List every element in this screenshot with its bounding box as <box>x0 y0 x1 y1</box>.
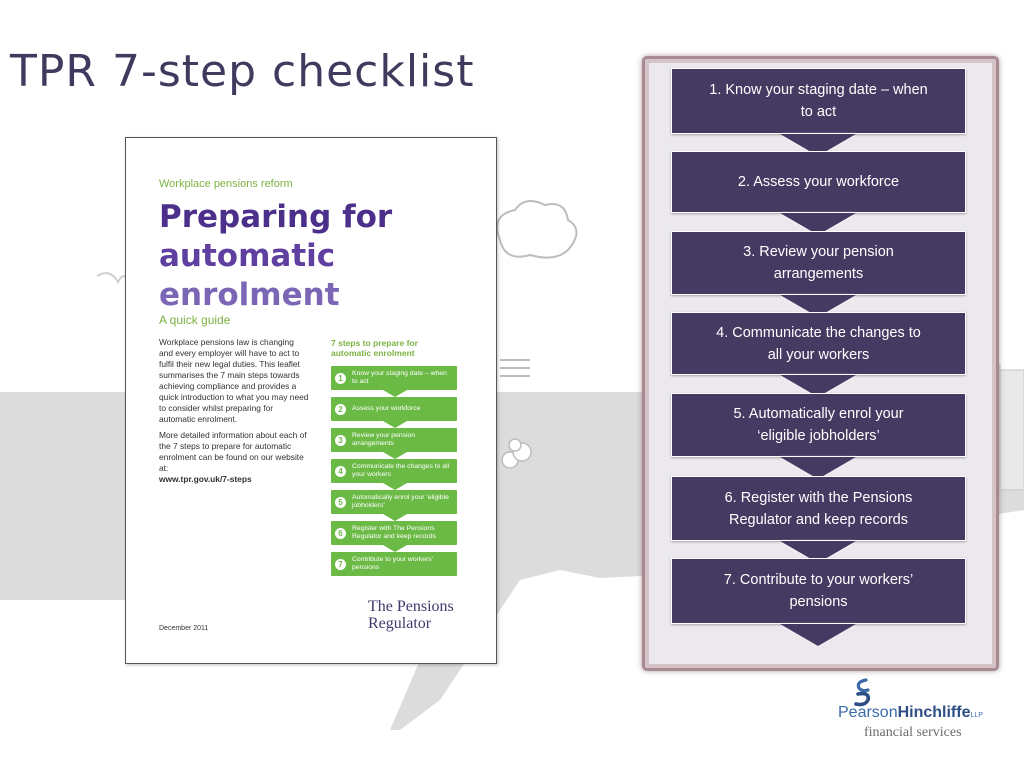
brand-tagline: financial services <box>864 725 962 740</box>
slide-title: TPR 7-step checklist <box>10 46 475 97</box>
step-line: all your workers <box>767 346 870 363</box>
leaflet-step: 7 Contribute to your workers' pensions <box>331 552 457 576</box>
step-number-icon: 6 <box>335 527 346 539</box>
leaflet-step-text: Contribute to your workers' pensions <box>352 556 434 571</box>
step-number-icon: 2 <box>335 403 346 415</box>
brand-suffix: LLP <box>970 712 983 719</box>
leaflet-step: 5 Automatically enrol your 'eligible jobh… <box>331 490 457 521</box>
leaflet-title-line: enrolment <box>159 277 340 313</box>
step-line: 3. Review your pension <box>743 244 894 260</box>
down-arrow-icon <box>780 624 856 646</box>
checklist-step-4: 4. Communicate the changes to all your wo… <box>671 312 966 375</box>
down-arrow-icon <box>780 457 856 479</box>
step-line: 5. Automatically enrol your <box>733 406 904 422</box>
down-arrow-icon <box>780 213 856 235</box>
checklist-step-1: 1. Know your staging date – when to act <box>671 68 966 134</box>
leaflet-cover: Workplace pensions reform Preparing for … <box>125 137 497 664</box>
checklist-step-7: 7. Contribute to your workers’ pensions <box>671 558 966 624</box>
leaflet-step: 2 Assess your workforce <box>331 397 457 428</box>
leaflet-step-text: Assess your workforce <box>352 405 421 412</box>
leaflet-step: 3 Review your pension arrangements <box>331 428 457 459</box>
leaflet-step-text: Review your pension arrangements <box>352 432 416 447</box>
pensions-regulator-logo: The Pensions Regulator <box>368 598 454 632</box>
step-number-icon: 5 <box>335 496 346 508</box>
leaflet-steps-heading: 7 steps to prepare for automatic enrolme… <box>331 338 418 358</box>
step-line: 2. Assess your workforce <box>737 174 900 190</box>
leaflet-step-text: Register with The Pensions Regulator and… <box>352 525 436 540</box>
step-line: Regulator and keep records <box>729 511 908 528</box>
down-arrow-icon <box>780 295 856 317</box>
swirl-logo-icon <box>854 678 871 707</box>
leaflet-url: www.tpr.gov.uk/7-steps <box>159 474 252 484</box>
logo-line: The Pensions <box>368 598 454 615</box>
down-arrow-icon <box>780 541 856 563</box>
leaflet-step: 6 Register with The Pensions Regulator an… <box>331 521 457 552</box>
checklist-panel: 1. Know your staging date – when to act 2… <box>642 56 999 671</box>
leaflet-step: 4 Communicate the changes to all your wor… <box>331 459 457 490</box>
leaflet-body: Workplace pensions law is changing and e… <box>159 337 309 485</box>
leaflet-title-line: automatic <box>159 238 336 274</box>
step-number-icon: 3 <box>335 434 346 446</box>
step-line: 4. Communicate the changes to <box>716 324 921 341</box>
leaflet-step-text: Automatically enrol your 'eligible jobho… <box>352 494 449 509</box>
brand-name-part: Pearson <box>838 704 898 721</box>
checklist-step-5: 5. Automatically enrol your ‘eligible job… <box>671 393 966 457</box>
leaflet-step-text: Know your staging date – when to act <box>352 370 447 385</box>
brand-name-part: Hinchliffe <box>897 704 971 721</box>
leaflet-paragraph: More detailed information about each of … <box>159 430 307 473</box>
step-line: to act <box>800 104 837 120</box>
leaflet-subtitle: A quick guide <box>159 313 231 327</box>
leaflet-kicker: Workplace pensions reform <box>159 178 293 190</box>
leaflet-step: 1 Know your staging date – when to act <box>331 366 457 397</box>
step-line: 1. Know your staging date – when <box>709 82 928 98</box>
step-line: pensions <box>789 594 848 610</box>
leaflet-title-line: Preparing for <box>159 199 393 235</box>
step-line: 7. Contribute to your workers’ <box>723 572 914 588</box>
leaflet-paragraph: Workplace pensions law is changing and e… <box>159 337 309 424</box>
logo-line: Regulator <box>368 615 432 632</box>
checklist-step-2: 2. Assess your workforce <box>671 151 966 213</box>
brand-name: PearsonHinchliffeLLP <box>838 704 983 722</box>
step-line: ‘eligible jobholders’ <box>757 428 880 444</box>
leaflet-date: December 2011 <box>159 625 209 632</box>
down-arrow-icon <box>780 375 856 397</box>
step-number-icon: 7 <box>335 558 346 570</box>
step-line: arrangements <box>773 266 864 282</box>
leaflet-title: Preparing for automatic enrolment <box>159 198 392 315</box>
step-line: 6. Register with the Pensions <box>724 489 913 506</box>
pearson-hinchliffe-logo: PearsonHinchliffeLLP financial services <box>838 676 1008 746</box>
down-arrow-icon <box>780 134 856 156</box>
checklist-step-3: 3. Review your pension arrangements <box>671 231 966 295</box>
step-number-icon: 4 <box>335 465 346 477</box>
leaflet-step-text: Communicate the changes to all your work… <box>352 463 450 478</box>
step-number-icon: 1 <box>335 372 346 384</box>
